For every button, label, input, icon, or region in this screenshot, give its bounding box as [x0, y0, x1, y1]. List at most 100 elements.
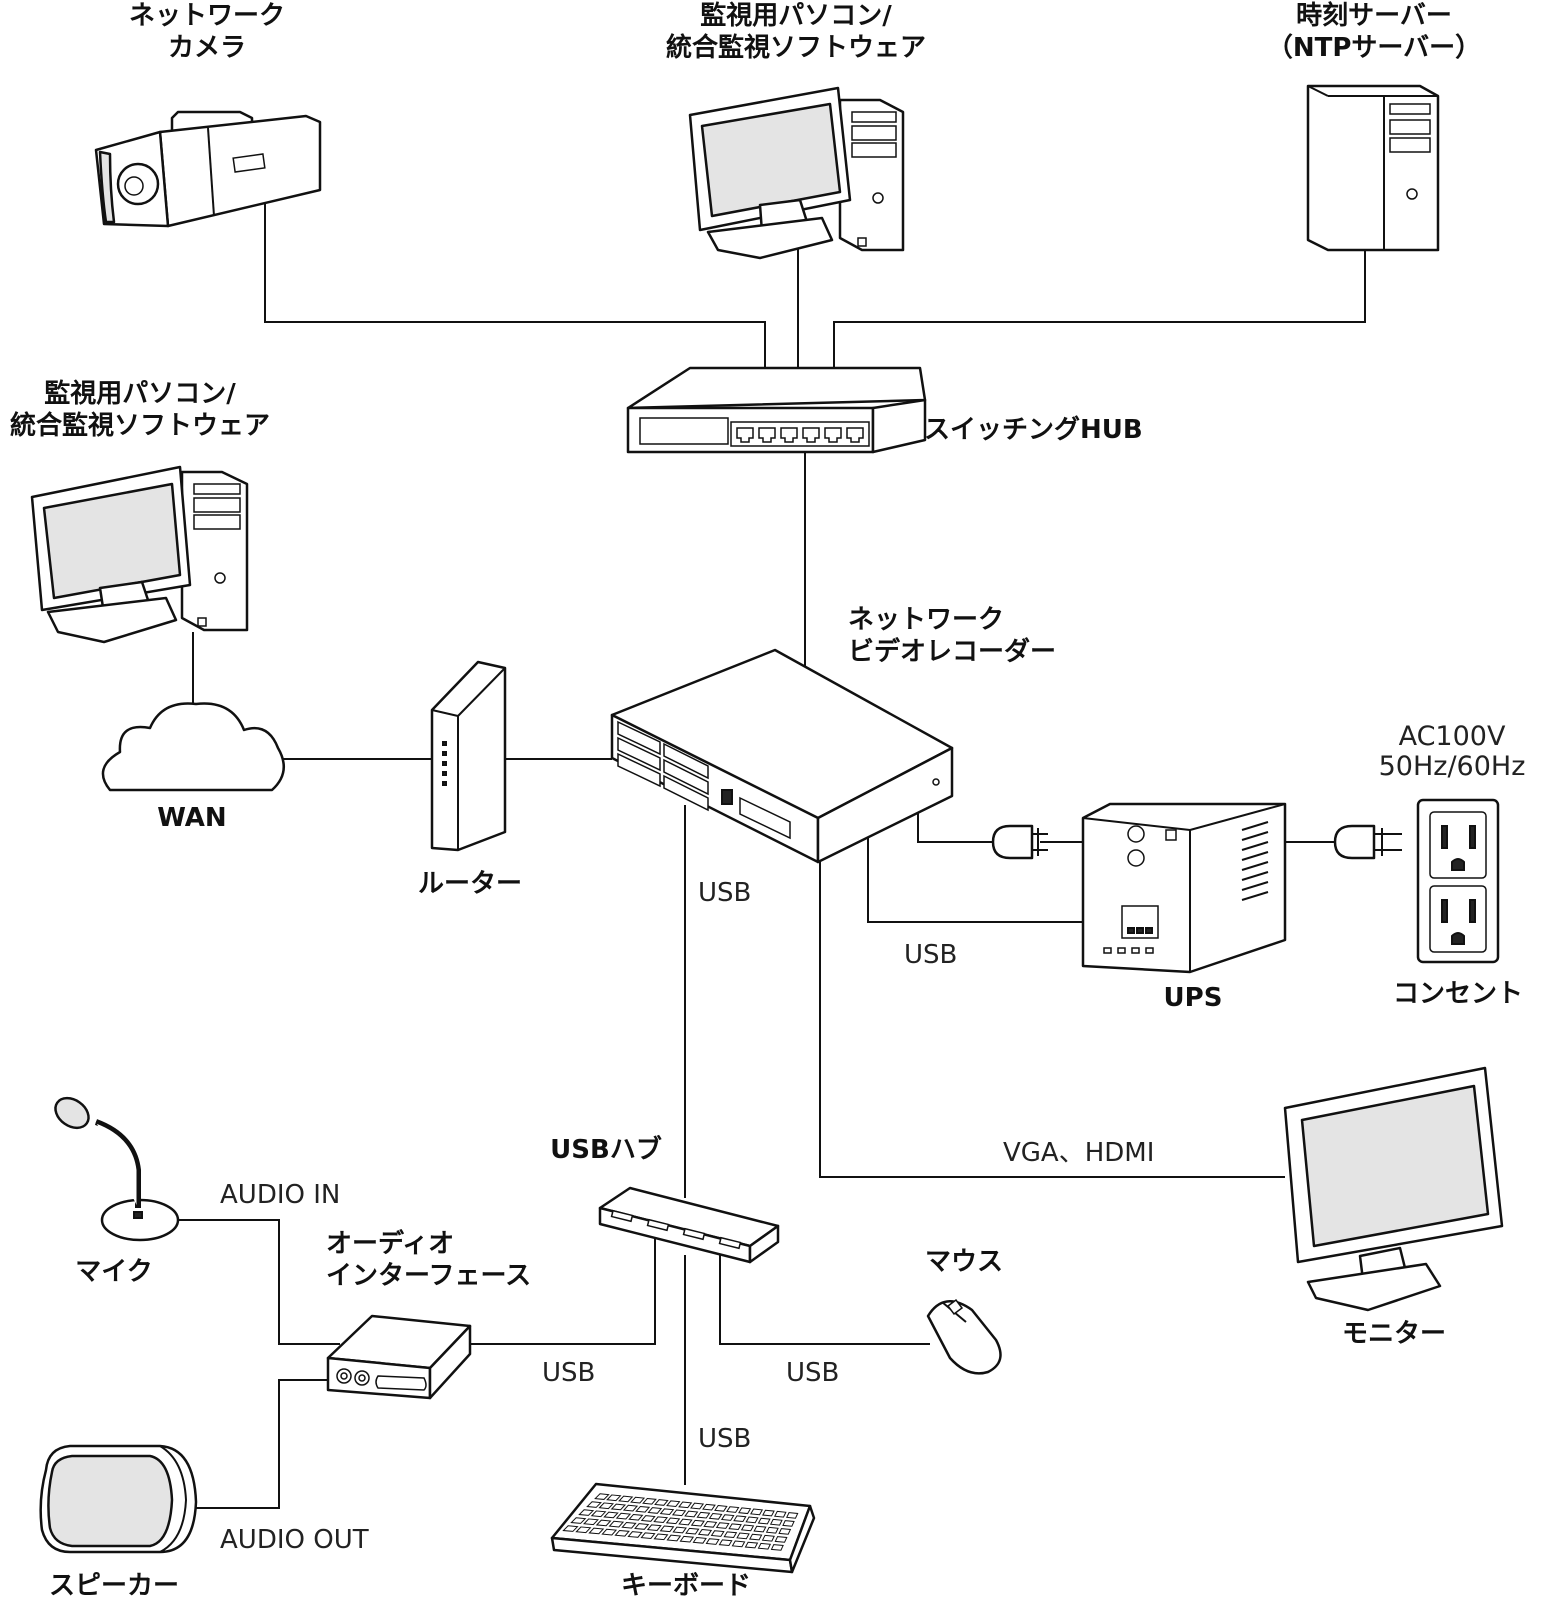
keyboard-key — [733, 1515, 747, 1523]
keyboard-key — [753, 1525, 767, 1533]
wire-mic-audio — [178, 1219, 340, 1345]
keyboard-key — [594, 1493, 610, 1500]
keyboard-key — [757, 1517, 771, 1525]
keyboard-key — [778, 1528, 792, 1535]
wire-timeserver-hub — [833, 250, 1366, 368]
keyboard-key — [703, 1520, 718, 1528]
wire-nvr-ups-power — [917, 808, 995, 843]
keyboard-key — [720, 1514, 735, 1521]
outlet-icon — [1416, 798, 1500, 964]
keyboard-key — [697, 1528, 713, 1536]
wire-nvr-monitor — [819, 860, 1285, 1178]
mic-icon — [54, 1096, 180, 1242]
keyboard-key — [690, 1502, 705, 1510]
keyboard-key — [736, 1532, 750, 1540]
keyboard-key — [740, 1524, 755, 1532]
keyboard-key — [590, 1510, 607, 1518]
keyboard-key — [654, 1499, 669, 1506]
keyboard-key — [696, 1511, 711, 1519]
keyboard-key — [774, 1536, 788, 1543]
keyboard-key — [653, 1516, 669, 1523]
keyboard-key — [595, 1519, 612, 1527]
nvr-drive-bays — [617, 720, 709, 812]
keyboard-key — [762, 1509, 775, 1517]
wire-usbhub-mouse — [719, 1254, 930, 1345]
keyboard-key — [618, 1495, 634, 1503]
plug-icon-nvr — [991, 824, 1048, 860]
keyboard-key — [765, 1526, 779, 1534]
monitor-icon — [1283, 1066, 1504, 1312]
keyboard-key — [583, 1518, 599, 1526]
keyboard-key — [562, 1525, 579, 1532]
keyboard-key — [672, 1526, 687, 1534]
wan-cloud-icon — [101, 702, 285, 792]
keyboard-key — [715, 1522, 730, 1529]
keyboard-key — [757, 1542, 772, 1550]
wire-usbhub-audio — [470, 1238, 656, 1345]
keyboard-key — [621, 1521, 637, 1529]
keyboard-key — [782, 1520, 795, 1527]
keyboard-keys — [562, 1493, 799, 1551]
keyboard-key — [614, 1529, 630, 1537]
hub-ports — [736, 427, 864, 443]
keyboard-key — [601, 1528, 618, 1536]
keyboard-key — [744, 1541, 759, 1549]
keyboard-key — [642, 1497, 657, 1505]
keyboard-key — [603, 1511, 619, 1519]
wire-camera-hub — [264, 203, 766, 368]
keyboard-key — [678, 1518, 693, 1526]
wire-audio-speaker — [196, 1379, 340, 1509]
keyboard-key — [575, 1526, 592, 1534]
network-camera-icon — [94, 110, 322, 228]
keyboard-key — [622, 1504, 639, 1512]
keyboard-key — [708, 1512, 723, 1520]
keyboard-key — [635, 1505, 651, 1513]
keyboard-key — [749, 1533, 763, 1541]
audio-interface-icon — [326, 1314, 472, 1400]
time-server-icon — [1306, 84, 1440, 252]
keyboard-key — [718, 1539, 733, 1547]
keyboard-key — [714, 1504, 728, 1512]
keyboard-key — [679, 1535, 695, 1543]
wire-nvr-ups-usb — [867, 836, 1083, 923]
keyboard-key — [738, 1507, 752, 1515]
keyboard-key — [659, 1525, 675, 1533]
nvr-icon — [610, 648, 954, 864]
keyboard-key — [731, 1540, 746, 1548]
keyboard-key — [628, 1513, 644, 1521]
keyboard-key — [586, 1501, 602, 1508]
keyboard-key — [666, 1500, 681, 1507]
router-icon — [430, 660, 507, 852]
speaker-icon — [39, 1444, 198, 1554]
keyboard-key — [685, 1527, 700, 1535]
keyboard-key — [723, 1531, 738, 1539]
keyboard-key — [606, 1494, 622, 1502]
ups-icon — [1081, 802, 1287, 974]
keyboard-key — [627, 1531, 643, 1538]
keyboard-key — [750, 1508, 764, 1516]
keyboard-key — [705, 1538, 720, 1545]
keyboard-key — [728, 1523, 742, 1531]
keyboard-key — [640, 1515, 656, 1522]
monitor-pc-left-icon — [30, 465, 249, 644]
keyboard-key — [774, 1510, 787, 1518]
switching-hub-icon — [626, 366, 927, 454]
usb-hub-icon — [598, 1186, 780, 1264]
keyboard-key — [640, 1532, 656, 1539]
keyboard-key — [653, 1533, 669, 1541]
keyboard-key — [647, 1507, 663, 1514]
mouse-icon — [926, 1298, 1002, 1375]
keyboard-key — [646, 1524, 662, 1531]
keyboard-icon — [550, 1482, 816, 1574]
keyboard-key — [588, 1527, 605, 1535]
keyboard-key — [745, 1516, 759, 1524]
ups-vents — [1241, 821, 1269, 901]
monitor-pc-top-icon — [688, 86, 905, 260]
plug-icon-outlet — [1333, 824, 1402, 860]
keyboard-key — [570, 1517, 587, 1524]
keyboard-key — [684, 1510, 699, 1518]
keyboard-key — [610, 1503, 627, 1511]
keyboard-key — [598, 1502, 614, 1510]
keyboard-key — [710, 1530, 725, 1537]
